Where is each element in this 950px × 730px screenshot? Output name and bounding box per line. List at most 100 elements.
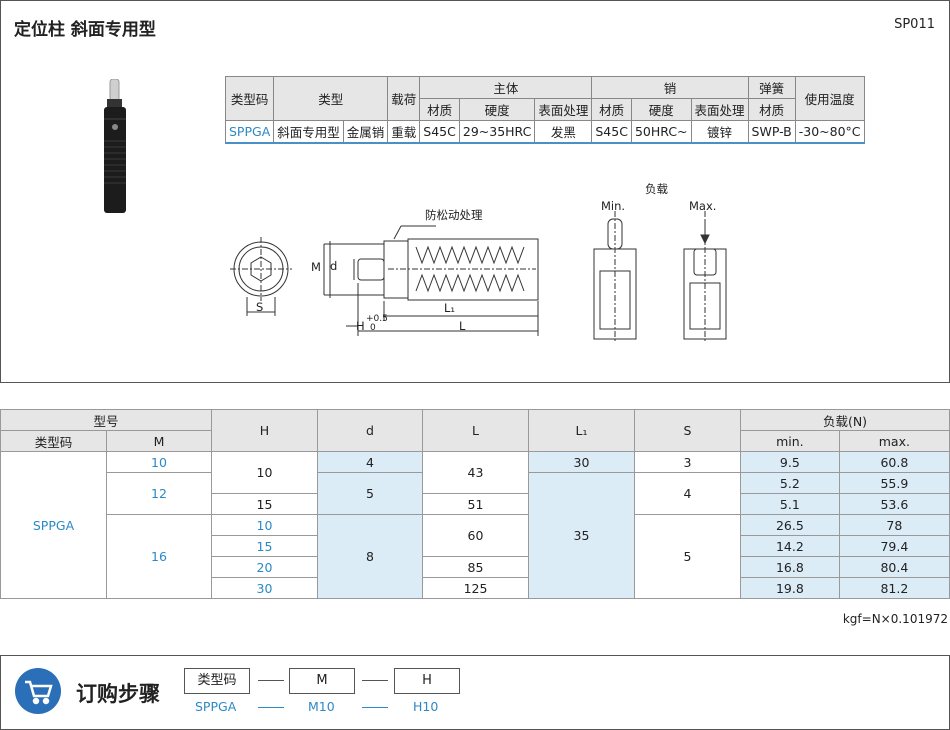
product-photo [104,79,126,213]
drawing-tol-dn: 0 [370,323,376,333]
table-row: 15 51 5.1 53.6 [1,493,950,515]
drawing-antiloose-label: 防松动处理 [425,208,483,222]
order-example-typecode: SPPGA [195,699,237,714]
order-dash [258,680,284,681]
cell-L: 51 [422,493,529,515]
spec-table: 类型码 类型 载荷 主体 销 弹簧 使用温度 材质 硬度 表面处理 材质 硬度 … [224,76,865,144]
cell-H: 30 [211,577,318,599]
cell-H: 20 [211,556,318,578]
drawing-S-label: S [256,300,264,314]
cell-H: 10 [211,451,318,494]
spec-h-material: 材质 [591,98,632,121]
cell-L1: 30 [528,451,635,473]
drawing-d-label: d [330,259,338,273]
page-title: 定位柱 斜面专用型 [14,20,156,40]
cell-M: 12 [106,472,212,515]
th-M: M [106,430,212,452]
drawing-tol-up: +0.5 [366,314,388,324]
cell-H: 15 [211,493,318,515]
cell-max: 55.9 [838,472,950,494]
dimension-table: 型号 H d L L₁ S 负载(N) 类型码 M min. max. SPPG… [0,409,950,599]
drawing-min-label: Min. [601,199,626,213]
spec-h-load: 载荷 [387,76,421,121]
order-steps-panel: 订购步骤 类型码 M H SPPGA M10 H10 [0,655,950,730]
cell-M: 10 [106,451,212,473]
th-H: H [211,409,318,452]
cell-max: 80.4 [838,556,950,578]
spec-v-pin-mat: S45C [591,120,632,144]
spec-h-spring: 弹簧 [747,76,796,99]
th-L1: L₁ [528,409,635,452]
spec-h-surface: 表面处理 [690,98,749,121]
spec-h-hardness: 硬度 [458,98,536,121]
spec-h-material: 材质 [419,98,460,121]
spec-v-spring-mat: SWP-B [747,120,796,144]
cell-L1: 35 [528,472,635,599]
th-max: max. [838,430,950,452]
spec-v-load: 重载 [387,120,421,144]
cell-min: 5.1 [740,493,840,515]
spec-h-type: 类型 [273,76,389,121]
spec-v-typecode: SPPGA [224,120,275,144]
drawing-L1-label: L₁ [444,301,456,315]
cell-type: SPPGA [0,451,107,599]
cell-min: 19.8 [740,577,840,599]
cell-S: 5 [634,514,741,599]
spec-h-body: 主体 [419,76,593,99]
unit-note: kgf=N×0.101972 [842,612,948,626]
th-model: 型号 [0,409,212,431]
cell-min: 26.5 [740,514,840,536]
cell-M: 16 [106,514,212,599]
spec-v-type1: 斜面专用型 [273,120,344,144]
order-dash [362,680,388,681]
cell-L: 125 [422,577,529,599]
th-L: L [422,409,529,452]
drawing-H-label: H [356,319,365,333]
cell-max: 60.8 [838,451,950,473]
spec-h-typecode: 类型码 [224,76,275,121]
order-example-dash [258,707,284,708]
cell-L: 43 [422,451,529,494]
order-title: 订购步骤 [76,682,160,706]
spec-v-type2: 金属销 [342,120,389,144]
order-example-H: H10 [413,699,439,714]
th-typecode: 类型码 [0,430,107,452]
drawing-load-label: 负载 [645,182,668,196]
cell-min: 16.8 [740,556,840,578]
cell-H: 15 [211,535,318,557]
drawing-L-label: L [459,319,466,333]
cell-d: 4 [317,451,423,473]
cell-max: 78 [838,514,950,536]
spec-h-surface: 表面处理 [534,98,593,121]
product-panel: 定位柱 斜面专用型 SP011 类型码 类型 载荷 主体 销 弹簧 使用温度 材… [0,0,950,383]
drawing-max-label: Max. [689,199,717,213]
technical-drawing [230,211,727,343]
cell-min: 14.2 [740,535,840,557]
cell-max: 79.4 [838,535,950,557]
table-row: 12 5 35 4 5.2 55.9 [1,472,950,599]
cart-icon [15,668,61,714]
order-box-H: H [394,668,460,694]
order-example-dash [362,707,388,708]
spec-v-body-hard: 29~35HRC [458,120,536,144]
cell-H: 10 [211,514,318,536]
spec-v-pin-hard: 50HRC~ [630,120,692,144]
spec-v-temp: -30~80°C [794,120,865,144]
spec-v-body-mat: S45C [419,120,460,144]
order-box-M: M [289,668,355,694]
cell-min: 9.5 [740,451,840,473]
order-box-typecode: 类型码 [184,668,250,694]
spec-h-temp: 使用温度 [794,76,865,121]
table-row: SPPGA 10 10 4 43 30 3 9.5 60.8 [0,451,950,599]
cell-S: 4 [634,472,741,515]
cell-S: 3 [634,451,741,473]
cell-min: 5.2 [740,472,840,494]
order-example-M: M10 [308,699,335,714]
spec-v-pin-surf: 镀锌 [690,120,749,144]
table-row: 30 125 19.8 81.2 [1,577,950,599]
table-row: 20 85 16.8 80.4 [1,556,950,578]
product-code: SP011 [894,17,935,32]
th-min: min. [740,430,840,452]
cell-max: 53.6 [838,493,950,515]
drawing-M-label: M [311,260,321,274]
